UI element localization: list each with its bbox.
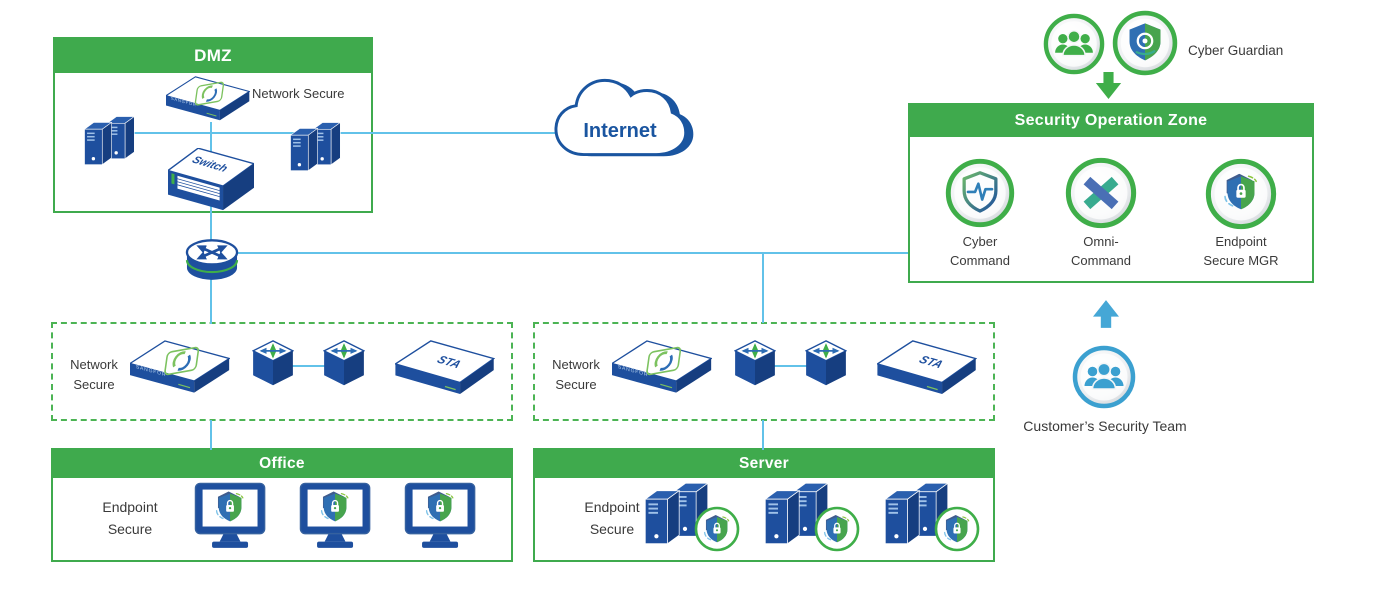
link-cubes-zone1 bbox=[292, 365, 325, 367]
customer-security-team-icon bbox=[1072, 345, 1136, 409]
security-operation-zone-title: Security Operation Zone bbox=[1014, 112, 1208, 129]
cyber-command-label: Cyber Command bbox=[950, 234, 1010, 268]
office-endpoint-secure-label: Endpoint Secure bbox=[102, 499, 158, 537]
sensor-zone-2-label: Network Secure bbox=[552, 357, 600, 392]
link-backbone-sensorzone2 bbox=[762, 253, 764, 323]
link-sensorzone1-office bbox=[210, 420, 212, 450]
dmz-server-pair-left-icon bbox=[84, 116, 135, 166]
endpoint-secure-mgr-label: Endpoint Secure MGR bbox=[1203, 234, 1279, 268]
sensor-zone-2 bbox=[533, 322, 995, 421]
dmz-server-pair-right-icon bbox=[290, 122, 341, 172]
server-endpoint-servers-3-icon bbox=[880, 478, 980, 556]
sensor-zone-1-label: Network Secure bbox=[70, 357, 118, 392]
office-endpoint-monitor-3-icon bbox=[404, 482, 478, 554]
link-networksecure-switch bbox=[210, 122, 212, 156]
sensor1-switch-cube-1-icon bbox=[252, 340, 294, 387]
dmz-network-secure-appliance-icon bbox=[166, 76, 250, 122]
office-zone-header: Office bbox=[53, 450, 511, 478]
sensor1-sta-appliance-icon bbox=[395, 340, 495, 395]
sensor2-network-secure-appliance-icon bbox=[612, 340, 712, 395]
guardian-down-arrow-icon bbox=[1095, 72, 1122, 99]
cyber-command-icon bbox=[945, 158, 1015, 228]
office-zone-title: Office bbox=[259, 455, 305, 472]
dmz-zone-title: DMZ bbox=[194, 46, 232, 65]
dmz-network-secure-label: Network Secure bbox=[252, 86, 345, 101]
sensor1-switch-cube-2-icon bbox=[323, 340, 365, 387]
office-endpoint-monitor-2-icon bbox=[299, 482, 373, 554]
customer-up-arrow-icon bbox=[1093, 300, 1119, 328]
office-endpoint-monitor-1-icon bbox=[194, 482, 268, 554]
security-operation-zone-header: Security Operation Zone bbox=[910, 105, 1312, 137]
cyber-guardian-shield-icon bbox=[1112, 10, 1178, 76]
server-endpoint-servers-1-icon bbox=[640, 478, 740, 556]
link-router-soz bbox=[224, 252, 908, 254]
cyber-guardian-team-icon bbox=[1043, 13, 1105, 75]
omni-command-icon bbox=[1065, 157, 1137, 229]
endpoint-secure-mgr-icon bbox=[1205, 158, 1277, 230]
link-cubes-zone2 bbox=[774, 365, 807, 367]
sensor2-sta-appliance-icon bbox=[877, 340, 977, 395]
dmz-switch-icon bbox=[168, 148, 254, 211]
customer-security-team-label: Customer’s Security Team bbox=[1023, 418, 1187, 434]
sensor1-network-secure-appliance-icon bbox=[130, 340, 230, 395]
link-sensorzone2-server bbox=[762, 420, 764, 450]
server-zone-title: Server bbox=[738, 455, 790, 472]
sensor2-switch-cube-2-icon bbox=[805, 340, 847, 387]
server-zone-header: Server bbox=[535, 450, 993, 478]
link-switch-router bbox=[210, 198, 212, 240]
dmz-zone-header: DMZ bbox=[55, 39, 371, 73]
omni-command-label: Omni- Command bbox=[1071, 234, 1131, 268]
link-router-sensorzone1 bbox=[210, 276, 212, 324]
server-endpoint-secure-label: Endpoint Secure bbox=[584, 499, 640, 537]
server-endpoint-servers-2-icon bbox=[760, 478, 860, 556]
core-router-icon bbox=[184, 236, 240, 288]
sensor2-switch-cube-1-icon bbox=[734, 340, 776, 387]
internet-label: Internet bbox=[583, 120, 657, 142]
cyber-guardian-label: Cyber Guardian bbox=[1188, 43, 1284, 58]
sensor-zone-1 bbox=[51, 322, 513, 421]
